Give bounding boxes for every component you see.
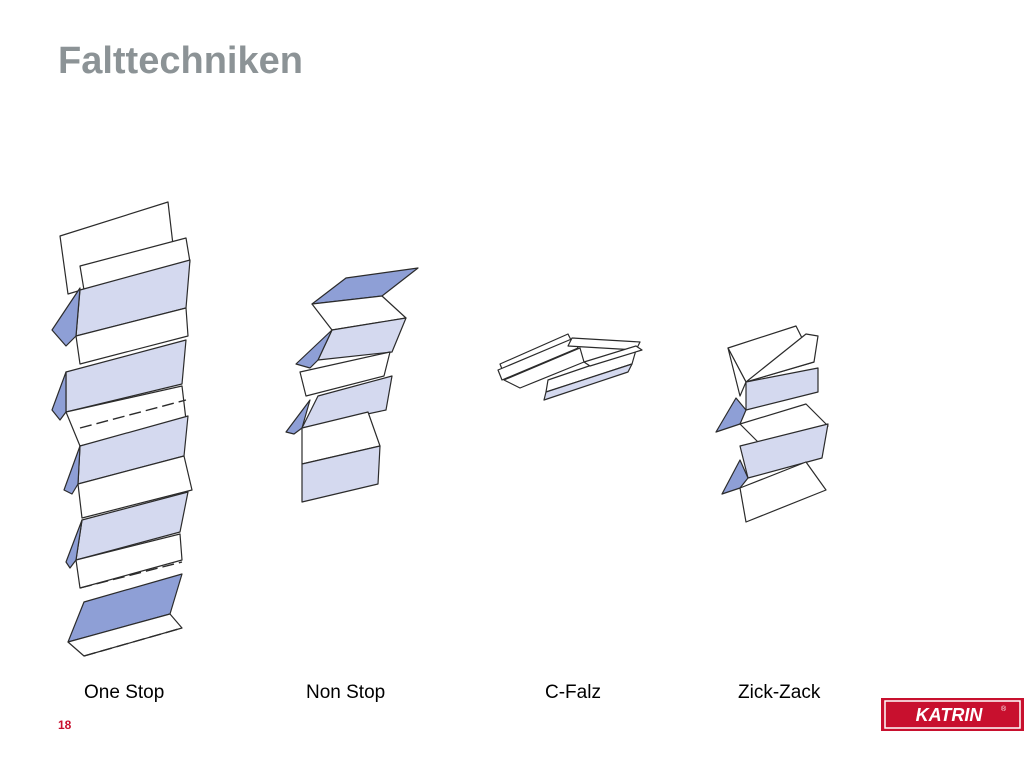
non-stop-illustration	[285, 267, 419, 503]
page-number: 18	[58, 718, 72, 732]
logo-registered-mark: ®	[1001, 705, 1007, 713]
one-stop-illustration	[51, 201, 193, 657]
caption-one-stop: One Stop	[84, 682, 165, 703]
zick-zack-illustration	[715, 325, 829, 523]
caption-zick-zack: Zick-Zack	[738, 682, 821, 703]
katrin-logo: KATRIN ®	[881, 698, 1024, 731]
slide-title: Falttechniken	[58, 40, 303, 82]
caption-non-stop: Non Stop	[306, 682, 386, 703]
logo-text: KATRIN	[916, 705, 984, 725]
caption-c-falz: C-Falz	[545, 682, 601, 703]
c-falz-illustration	[497, 333, 643, 401]
